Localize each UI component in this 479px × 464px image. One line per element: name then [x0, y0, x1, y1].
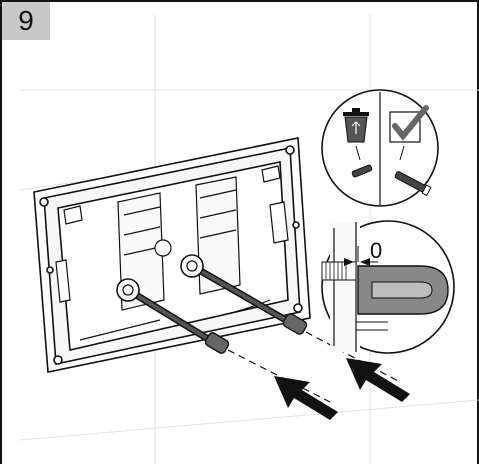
- push-arrows: [274, 358, 410, 420]
- zero-gap-label: 0: [370, 238, 382, 263]
- recycle-bin-icon: [343, 108, 369, 143]
- insertion-guide-lines: [227, 331, 401, 403]
- step-number: 9: [18, 5, 34, 36]
- rod-right: [180, 254, 308, 335]
- push-arrow-right: [346, 358, 410, 402]
- push-arrow-left: [274, 376, 338, 420]
- callout-discard-keep: [321, 89, 439, 207]
- step-number-badge: 9: [2, 2, 50, 40]
- rod-left: [116, 278, 230, 354]
- checkmark-icon: [389, 105, 429, 143]
- callout-zero-gap-detail: 0: [321, 220, 455, 354]
- mounting-frame: [33, 137, 311, 373]
- long-rod-keep: [394, 171, 432, 197]
- connection-rods: [116, 254, 308, 354]
- short-rod-discard: [351, 164, 373, 178]
